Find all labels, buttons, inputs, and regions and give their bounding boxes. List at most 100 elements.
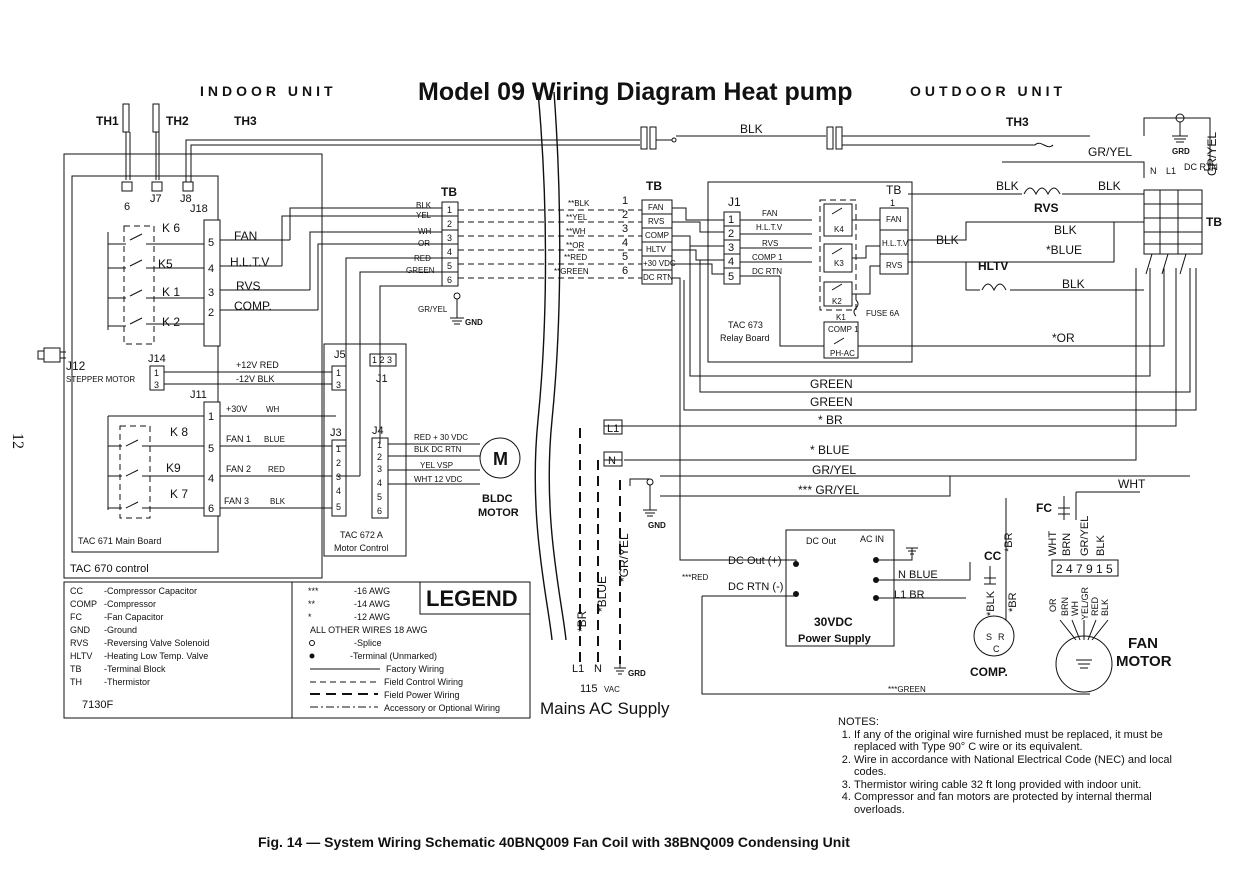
outdoor-terminal-block: N L1 DC RTN TB: [1143, 162, 1222, 275]
svg-text:4: 4: [208, 473, 214, 485]
note-item: Wire in accordance with National Electri…: [854, 754, 1188, 779]
svg-text:TB: TB: [886, 183, 901, 197]
svg-text:FAN: FAN: [234, 229, 257, 243]
svg-text:GR/YEL: GR/YEL: [812, 463, 856, 477]
field-control-wires: **BLK **YEL **WH **OR **RED **GREEN: [458, 199, 642, 279]
svg-text:C: C: [993, 644, 1000, 654]
svg-text:TB: TB: [441, 185, 457, 199]
fan-motor: FC WHT BRN GR/YEL BLK 2 4 7 9 1 5 OR BRN…: [1036, 492, 1172, 693]
svg-text:4: 4: [336, 486, 341, 496]
svg-text:COMP.: COMP.: [234, 299, 272, 313]
svg-text:*BLK: *BLK: [985, 590, 997, 616]
mains-ac-supply: L1 N GND *BR *BLUE *GR/YEL L1 N GRD 115 …: [540, 419, 670, 718]
note-item: Compressor and fan motors are protected …: [854, 791, 1188, 816]
svg-text:FAN: FAN: [648, 203, 664, 212]
diagram-title: Model 09 Wiring Diagram Heat pump: [418, 78, 853, 106]
svg-text:BLK: BLK: [996, 179, 1019, 193]
indoor-terminal-block: TB 1 2 3 4 5 6 BLK YEL WH OR RED GREEN G…: [220, 185, 483, 477]
svg-text:BLUE: BLUE: [264, 435, 285, 444]
motor-m: M: [493, 449, 508, 469]
svg-text:-Compressor: -Compressor: [104, 599, 156, 609]
svg-text:COMP: COMP: [645, 231, 669, 240]
svg-text:-16 AWG: -16 AWG: [354, 586, 390, 596]
svg-text:6: 6: [208, 503, 214, 515]
svg-text:TAC 671 Main Board: TAC 671 Main Board: [78, 536, 161, 546]
svg-text:FAN 1: FAN 1: [226, 434, 251, 444]
svg-text:WH: WH: [1070, 601, 1080, 616]
svg-text:1: 1: [622, 195, 628, 207]
svg-text:VAC: VAC: [604, 685, 620, 694]
svg-text:***RED: ***RED: [682, 573, 708, 582]
th3-connector: BLK TH3: [640, 115, 1090, 150]
svg-text:RVS: RVS: [762, 239, 778, 248]
svg-text:COMP: COMP: [70, 599, 97, 609]
svg-text:J18: J18: [190, 203, 208, 215]
outdoor-unit-header: OUTDOOR UNIT: [910, 83, 1066, 99]
svg-text:**BLK: **BLK: [568, 199, 590, 208]
outdoor-wiring-bus: *OR GREEN GREEN * BR * BLUE GR/YEL *** G…: [603, 246, 1197, 497]
svg-text:FAN: FAN: [886, 215, 902, 224]
svg-text:TH2: TH2: [166, 114, 189, 128]
svg-text:TH3: TH3: [1006, 115, 1029, 129]
svg-text:1: 1: [447, 205, 452, 215]
tac-670-label: TAC 670 control: [70, 563, 149, 575]
svg-text:-Ground: -Ground: [104, 625, 137, 635]
svg-text:WH: WH: [266, 405, 280, 414]
notes-heading: NOTES:: [838, 716, 879, 728]
svg-text:FC: FC: [1036, 501, 1052, 515]
svg-text:4: 4: [208, 263, 214, 275]
svg-text:J8: J8: [180, 193, 192, 205]
bldc-motor: RED + 30 VDC BLK DC RTN YEL VSP WHT 12 V…: [388, 433, 521, 519]
svg-text:GREEN: GREEN: [810, 395, 853, 409]
svg-text:H.L.T.V: H.L.T.V: [230, 255, 269, 269]
svg-text:K 6: K 6: [162, 221, 180, 235]
svg-text:5: 5: [622, 251, 628, 263]
svg-text:RVS: RVS: [886, 261, 902, 270]
svg-text:K 1: K 1: [162, 285, 180, 299]
svg-text:TB: TB: [1206, 215, 1222, 229]
svg-text:N BLUE: N BLUE: [898, 569, 938, 581]
svg-text:GREEN: GREEN: [810, 377, 853, 391]
svg-text:J5: J5: [334, 349, 346, 361]
svg-text:*: *: [308, 612, 312, 622]
svg-text:J14: J14: [148, 353, 166, 365]
svg-text:H.L.T.V: H.L.T.V: [882, 239, 909, 248]
svg-text:**YEL: **YEL: [566, 213, 588, 222]
svg-text:MOTOR: MOTOR: [478, 507, 519, 519]
svg-text:5: 5: [447, 261, 452, 271]
svg-text:K 7: K 7: [170, 487, 188, 501]
svg-text:TB: TB: [646, 179, 662, 193]
svg-text:6: 6: [447, 275, 452, 285]
svg-text:Relay Board: Relay Board: [720, 333, 770, 343]
blk-a-label: BLK: [936, 233, 959, 247]
svg-text:-Terminal (Unmarked): -Terminal (Unmarked): [350, 651, 437, 661]
wiring-legend: LEGEND *** -16 AWG ** -14 AWG * -12 AWG …: [291, 581, 531, 719]
svg-text:***GREEN: ***GREEN: [888, 685, 926, 694]
svg-text:CC: CC: [984, 549, 1002, 563]
svg-text:WHT: WHT: [1118, 477, 1146, 491]
svg-text:HLTV: HLTV: [646, 245, 667, 254]
indoor-unit-header: INDOOR UNIT: [200, 83, 337, 99]
svg-text:5: 5: [336, 502, 341, 512]
svg-text:5: 5: [208, 237, 214, 249]
svg-text:* BR: * BR: [818, 413, 843, 427]
svg-text:2 4 7 9 1 5: 2 4 7 9 1 5: [1056, 562, 1113, 576]
svg-text:1 2 3: 1 2 3: [372, 355, 392, 365]
note-item: If any of the original wire furnished mu…: [854, 729, 1188, 754]
svg-text:Field Control Wiring: Field Control Wiring: [384, 677, 463, 687]
svg-text:**OR: **OR: [566, 241, 584, 250]
svg-text:-12 AWG: -12 AWG: [354, 612, 390, 622]
svg-text:BLK: BLK: [1095, 535, 1107, 556]
svg-text:YEL VSP: YEL VSP: [420, 461, 453, 470]
svg-text:BLK: BLK: [1098, 179, 1121, 193]
svg-text:3: 3: [377, 464, 382, 474]
svg-text:3: 3: [208, 287, 214, 299]
compressor: CC *BR *BLK *BR S R C COMP.: [970, 498, 1019, 679]
svg-text:1: 1: [336, 368, 341, 378]
svg-text:GR/YEL: GR/YEL: [1079, 516, 1091, 556]
svg-text:GR/YEL: GR/YEL: [418, 305, 448, 314]
svg-text:DC Out: DC Out: [806, 536, 837, 546]
svg-text:GND: GND: [70, 625, 91, 635]
svg-text:FAN: FAN: [1128, 635, 1158, 652]
thermistor-th2: TH2: [152, 103, 189, 180]
